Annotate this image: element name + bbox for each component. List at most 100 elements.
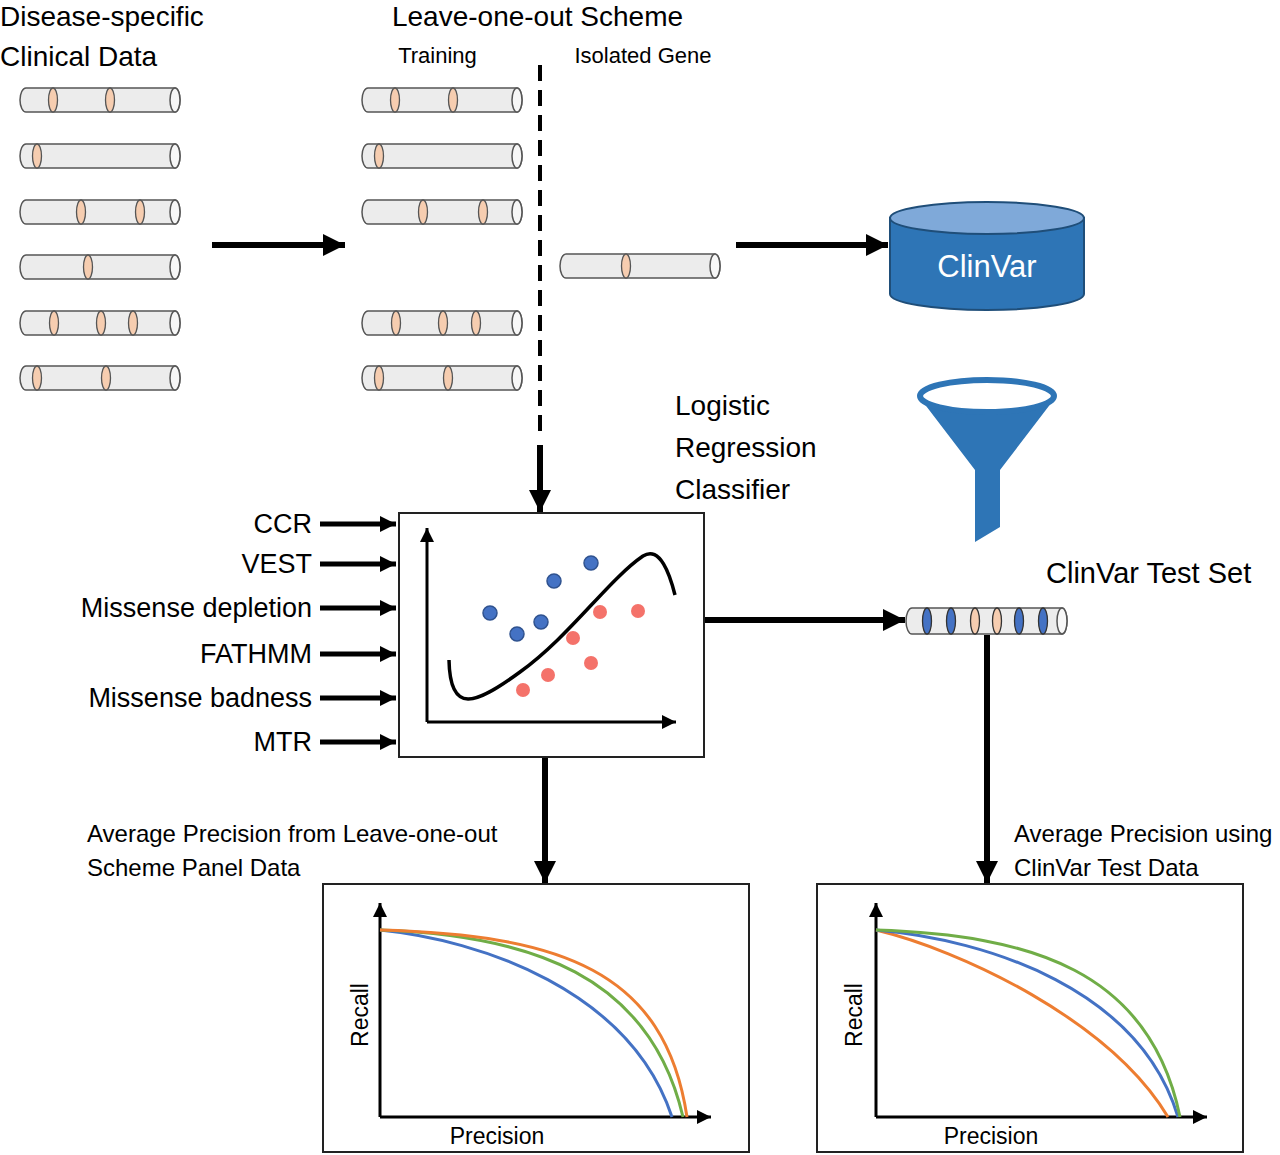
variant-band	[419, 200, 428, 224]
scheme-group: Leave-one-out SchemeTrainingIsolated Gen…	[345, 0, 755, 445]
variant-band	[923, 608, 932, 634]
funnel-rim	[920, 380, 1054, 412]
plot-axis	[427, 721, 676, 724]
class-dot	[631, 604, 645, 618]
database-cylinder: ClinVar	[888, 200, 1086, 312]
class-dot	[510, 627, 524, 641]
feature-name: MTR	[0, 724, 312, 760]
feature-name: VEST	[0, 546, 312, 582]
variant-band	[1015, 608, 1024, 634]
gene-tube	[362, 311, 522, 335]
variant-band	[947, 608, 956, 634]
gene-tube	[20, 255, 180, 279]
gene-tube	[20, 311, 180, 335]
pr-chart: Average Precision from Leave-one-out Sch…	[322, 883, 750, 1153]
plot-axis	[876, 1116, 1207, 1119]
gene-tubes	[20, 88, 180, 390]
flow-arrow	[542, 758, 548, 883]
training-group: Training	[345, 38, 530, 438]
input-arrow	[320, 696, 396, 701]
class-dot	[534, 615, 548, 629]
variant-band	[84, 255, 93, 279]
axis-title: Recall	[345, 965, 375, 1065]
isolated-group: Isolated Gene	[550, 38, 736, 298]
plot-axis	[426, 528, 429, 722]
variant-band	[102, 366, 111, 390]
variant-band	[106, 88, 115, 112]
input-arrow	[320, 522, 396, 527]
pr-curve	[876, 930, 1180, 1117]
plot-axis	[875, 903, 878, 1117]
pr-chart: Average Precision using ClinVar Test Dat…	[816, 883, 1244, 1153]
pr-curve	[380, 930, 672, 1117]
split-line	[538, 65, 542, 432]
variant-band	[33, 366, 42, 390]
variant-band	[472, 311, 481, 335]
flow-arrow	[537, 445, 543, 512]
gene-tube	[362, 88, 522, 112]
feature-name: Missense badness	[0, 680, 312, 716]
flow-arrow	[212, 242, 345, 248]
class-dot	[541, 668, 555, 682]
group-heading: Disease-specific Clinical Data	[0, 0, 212, 77]
flow-arrow	[984, 635, 990, 883]
tube-heading: ClinVar Test Set	[1046, 555, 1280, 591]
variant-band	[622, 254, 631, 278]
logistic-curve	[449, 554, 675, 699]
pr-curve	[876, 930, 1178, 1117]
column-heading: Training	[345, 38, 530, 74]
class-dot	[584, 656, 598, 670]
axis-title: Precision	[891, 1121, 1091, 1151]
flow-arrow	[705, 617, 905, 623]
variant-band	[392, 311, 401, 335]
database-top	[890, 202, 1084, 234]
classifier-plot	[427, 528, 676, 722]
axis-title: Recall	[839, 965, 869, 1065]
class-dot	[516, 683, 530, 697]
variant-band	[50, 311, 59, 335]
variant-band	[136, 200, 145, 224]
pr-curve	[380, 930, 687, 1117]
data-group: Disease-specific Clinical Data	[0, 0, 212, 395]
column-heading: Isolated Gene	[550, 38, 736, 74]
variant-band	[77, 200, 86, 224]
variant-band	[49, 88, 58, 112]
class-dot	[566, 631, 580, 645]
gene-tube	[20, 88, 180, 112]
flow-arrow	[736, 242, 888, 248]
input-arrow	[320, 606, 396, 611]
gene-tube	[20, 144, 180, 168]
variant-band	[449, 88, 458, 112]
pr-curve	[876, 930, 1168, 1117]
variant-band	[993, 608, 1002, 634]
training-tubes	[362, 88, 522, 390]
database-name: ClinVar	[888, 242, 1086, 292]
input-arrow	[320, 740, 396, 745]
class-dot	[547, 574, 561, 588]
input-arrow	[320, 652, 396, 657]
feature-name: Missense depletion	[0, 590, 312, 626]
tube-end	[1057, 608, 1067, 634]
gene-tube	[362, 366, 522, 390]
variant-band	[391, 88, 400, 112]
variant-band	[33, 144, 42, 168]
feature-name: CCR	[0, 506, 312, 542]
plot-axis	[380, 1116, 711, 1119]
gene-tube	[20, 200, 180, 224]
gene-tube	[20, 366, 180, 390]
variant-band	[444, 366, 453, 390]
gene-tube	[362, 200, 522, 224]
pr-plot	[876, 903, 1207, 1117]
gene-tube	[560, 254, 720, 278]
variant-band	[129, 311, 138, 335]
tube-body	[906, 608, 1067, 634]
variant-band	[971, 608, 980, 634]
funnel-body	[920, 398, 1055, 542]
pr-curve	[380, 930, 683, 1117]
pr-plot	[380, 903, 711, 1117]
class-dot	[584, 556, 598, 570]
input-arrow	[320, 562, 396, 567]
variant-band	[479, 200, 488, 224]
class-dot	[483, 606, 497, 620]
chart-heading: Average Precision from Leave-one-out Sch…	[87, 817, 537, 885]
